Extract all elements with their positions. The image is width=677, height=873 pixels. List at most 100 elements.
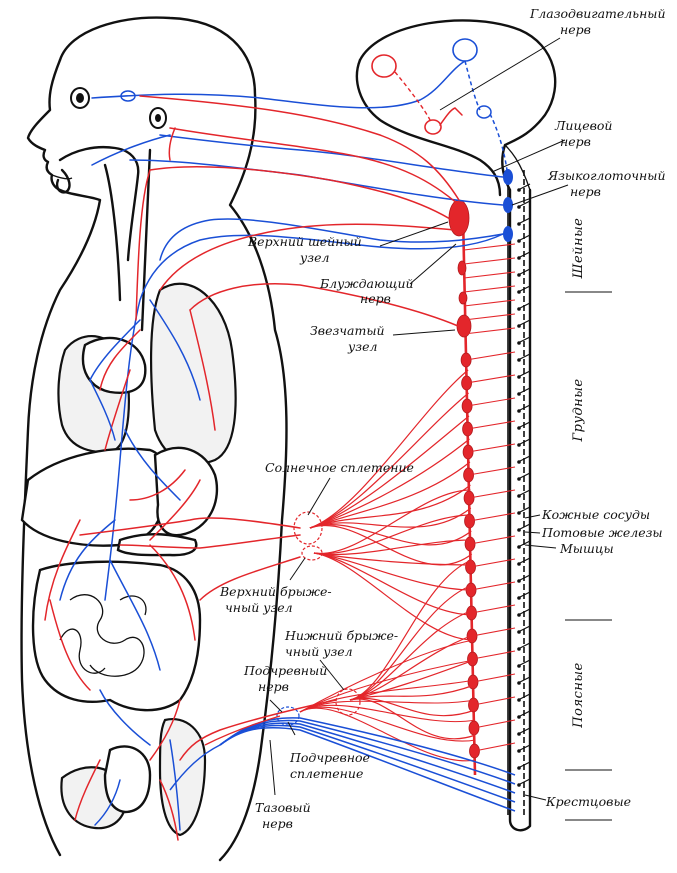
ramus xyxy=(468,489,516,499)
label-glossopharyngeal-line2: нерв xyxy=(570,184,601,199)
segment-dot xyxy=(517,290,521,294)
ear xyxy=(149,107,167,129)
label-celiac-plexus-line1: Солнечное сплетение xyxy=(265,460,414,475)
label-inferior-mesenteric-line1: Нижний брыже- xyxy=(284,628,398,643)
label-glossopharyngeal-line1: Языкоглоточный xyxy=(547,168,666,183)
spinal-segments xyxy=(517,183,531,787)
splanchnic-nerve xyxy=(309,369,469,529)
label-facial-line2: нерв xyxy=(560,134,591,149)
ramus xyxy=(473,696,516,706)
segment-dot xyxy=(517,545,521,549)
label-facial-line1: Лицевой xyxy=(554,118,612,133)
ramus xyxy=(472,673,516,683)
ramus xyxy=(471,604,516,614)
label-inferior-mesenteric-line2: чный узел xyxy=(285,644,353,659)
label-superior-cervical-line1: Верхний шейный xyxy=(247,234,362,249)
lumbar-splanchnic xyxy=(299,706,476,742)
label-hypogastric-plexus-line2: сплетение xyxy=(290,766,363,781)
label-superior-cervical-line2: узел xyxy=(299,250,329,265)
segment-dot xyxy=(517,562,521,566)
hypogastric-branch xyxy=(204,715,281,746)
splanchnic-nerve xyxy=(313,514,472,555)
segment-dot xyxy=(517,239,521,243)
segment-dot xyxy=(517,273,521,277)
ramus xyxy=(473,719,516,729)
segment-dot xyxy=(517,579,521,583)
ramus xyxy=(466,351,516,361)
segment-dot xyxy=(517,630,521,634)
sacral-nerve xyxy=(219,722,516,794)
segment-dot xyxy=(517,749,521,753)
splanchnic-nerve xyxy=(309,415,470,529)
label-facial: Лицевой нерв xyxy=(554,118,612,149)
segment-dot xyxy=(517,392,521,396)
segment-dot xyxy=(517,460,521,464)
segment-dot xyxy=(517,188,521,192)
facial-nucleus xyxy=(476,105,492,119)
ciliary-ganglion xyxy=(120,90,136,102)
lumbar-splanchnic xyxy=(299,699,475,713)
segment-dot xyxy=(517,715,521,719)
splanchnic-nerve xyxy=(313,539,472,556)
segment-dot xyxy=(517,732,521,736)
region-cervical: Шейные xyxy=(571,218,586,280)
ramus xyxy=(474,742,516,752)
label-sweat-glands: Потовые железы xyxy=(541,525,663,540)
leaders xyxy=(269,37,569,801)
vagus-ganglion xyxy=(503,226,513,242)
segment-dot xyxy=(517,681,521,685)
label-hypogastric-nerve: Подчревный нерв xyxy=(243,663,327,694)
splanchnic-nerve xyxy=(313,552,474,641)
ramus xyxy=(469,535,516,545)
rami-communicantes xyxy=(463,243,516,752)
splanchnic-nerve xyxy=(313,552,474,616)
liver xyxy=(20,447,169,547)
splanchnic-nerve xyxy=(313,552,473,591)
label-pelvic-nerve-line2: нерв xyxy=(262,816,293,831)
label-pelvic-nerve-line1: Тазовый xyxy=(255,800,311,815)
oculomotor-nucleus xyxy=(452,38,478,62)
sacral-parasympathetic xyxy=(169,715,516,812)
segment-dot xyxy=(517,664,521,668)
label-hypogastric-nerve-line1: Подчревный xyxy=(243,663,327,678)
cervical-ganglion xyxy=(458,291,468,305)
label-superior-mesenteric-line2: чный узел xyxy=(225,600,293,615)
segment-dot xyxy=(517,647,521,651)
label-hypogastric-nerve-line2: нерв xyxy=(258,679,289,694)
segment-dot xyxy=(517,205,521,209)
segment-dot xyxy=(517,443,521,447)
label-oculomotor-line2: нерв xyxy=(560,22,591,37)
red-nucleus-2 xyxy=(424,119,442,135)
label-vagus-line2: нерв xyxy=(360,291,391,306)
splanchnic-nerve xyxy=(309,461,471,529)
ramus xyxy=(466,374,516,384)
parasympathetic-cranial xyxy=(59,38,513,671)
segment-dot xyxy=(517,698,521,702)
inferior-mesenteric-plexus xyxy=(335,688,361,716)
label-pelvic-nerve: Тазовый нерв xyxy=(255,800,311,831)
lumbar-splanchnic xyxy=(349,559,473,701)
label-superior-mesenteric: Верхний брыже- чный узел xyxy=(219,584,332,615)
segment-dot xyxy=(517,494,521,498)
spinal-cord xyxy=(507,170,525,815)
segment-dot xyxy=(517,256,521,260)
label-oculomotor-line1: Глазодвигательный xyxy=(529,6,666,21)
ramus xyxy=(463,257,516,265)
lumbar-splanchnic xyxy=(349,584,473,701)
pelvic-nerve-branch xyxy=(169,744,221,791)
sacral-nerve xyxy=(219,724,516,803)
stomach xyxy=(153,446,219,537)
splanchnic-nerve xyxy=(313,489,471,554)
facial-ganglion xyxy=(503,169,513,185)
lumbar-splanchnic xyxy=(299,707,476,762)
ramus xyxy=(471,627,516,637)
segment-dot xyxy=(517,596,521,600)
ramus xyxy=(463,285,516,293)
lumbar-splanchnic xyxy=(299,639,474,713)
lumbar-splanchnic xyxy=(349,698,476,740)
segment-dot xyxy=(517,783,521,787)
label-superior-mesenteric-line1: Верхний брыже- xyxy=(219,584,332,599)
ramus xyxy=(467,443,516,453)
